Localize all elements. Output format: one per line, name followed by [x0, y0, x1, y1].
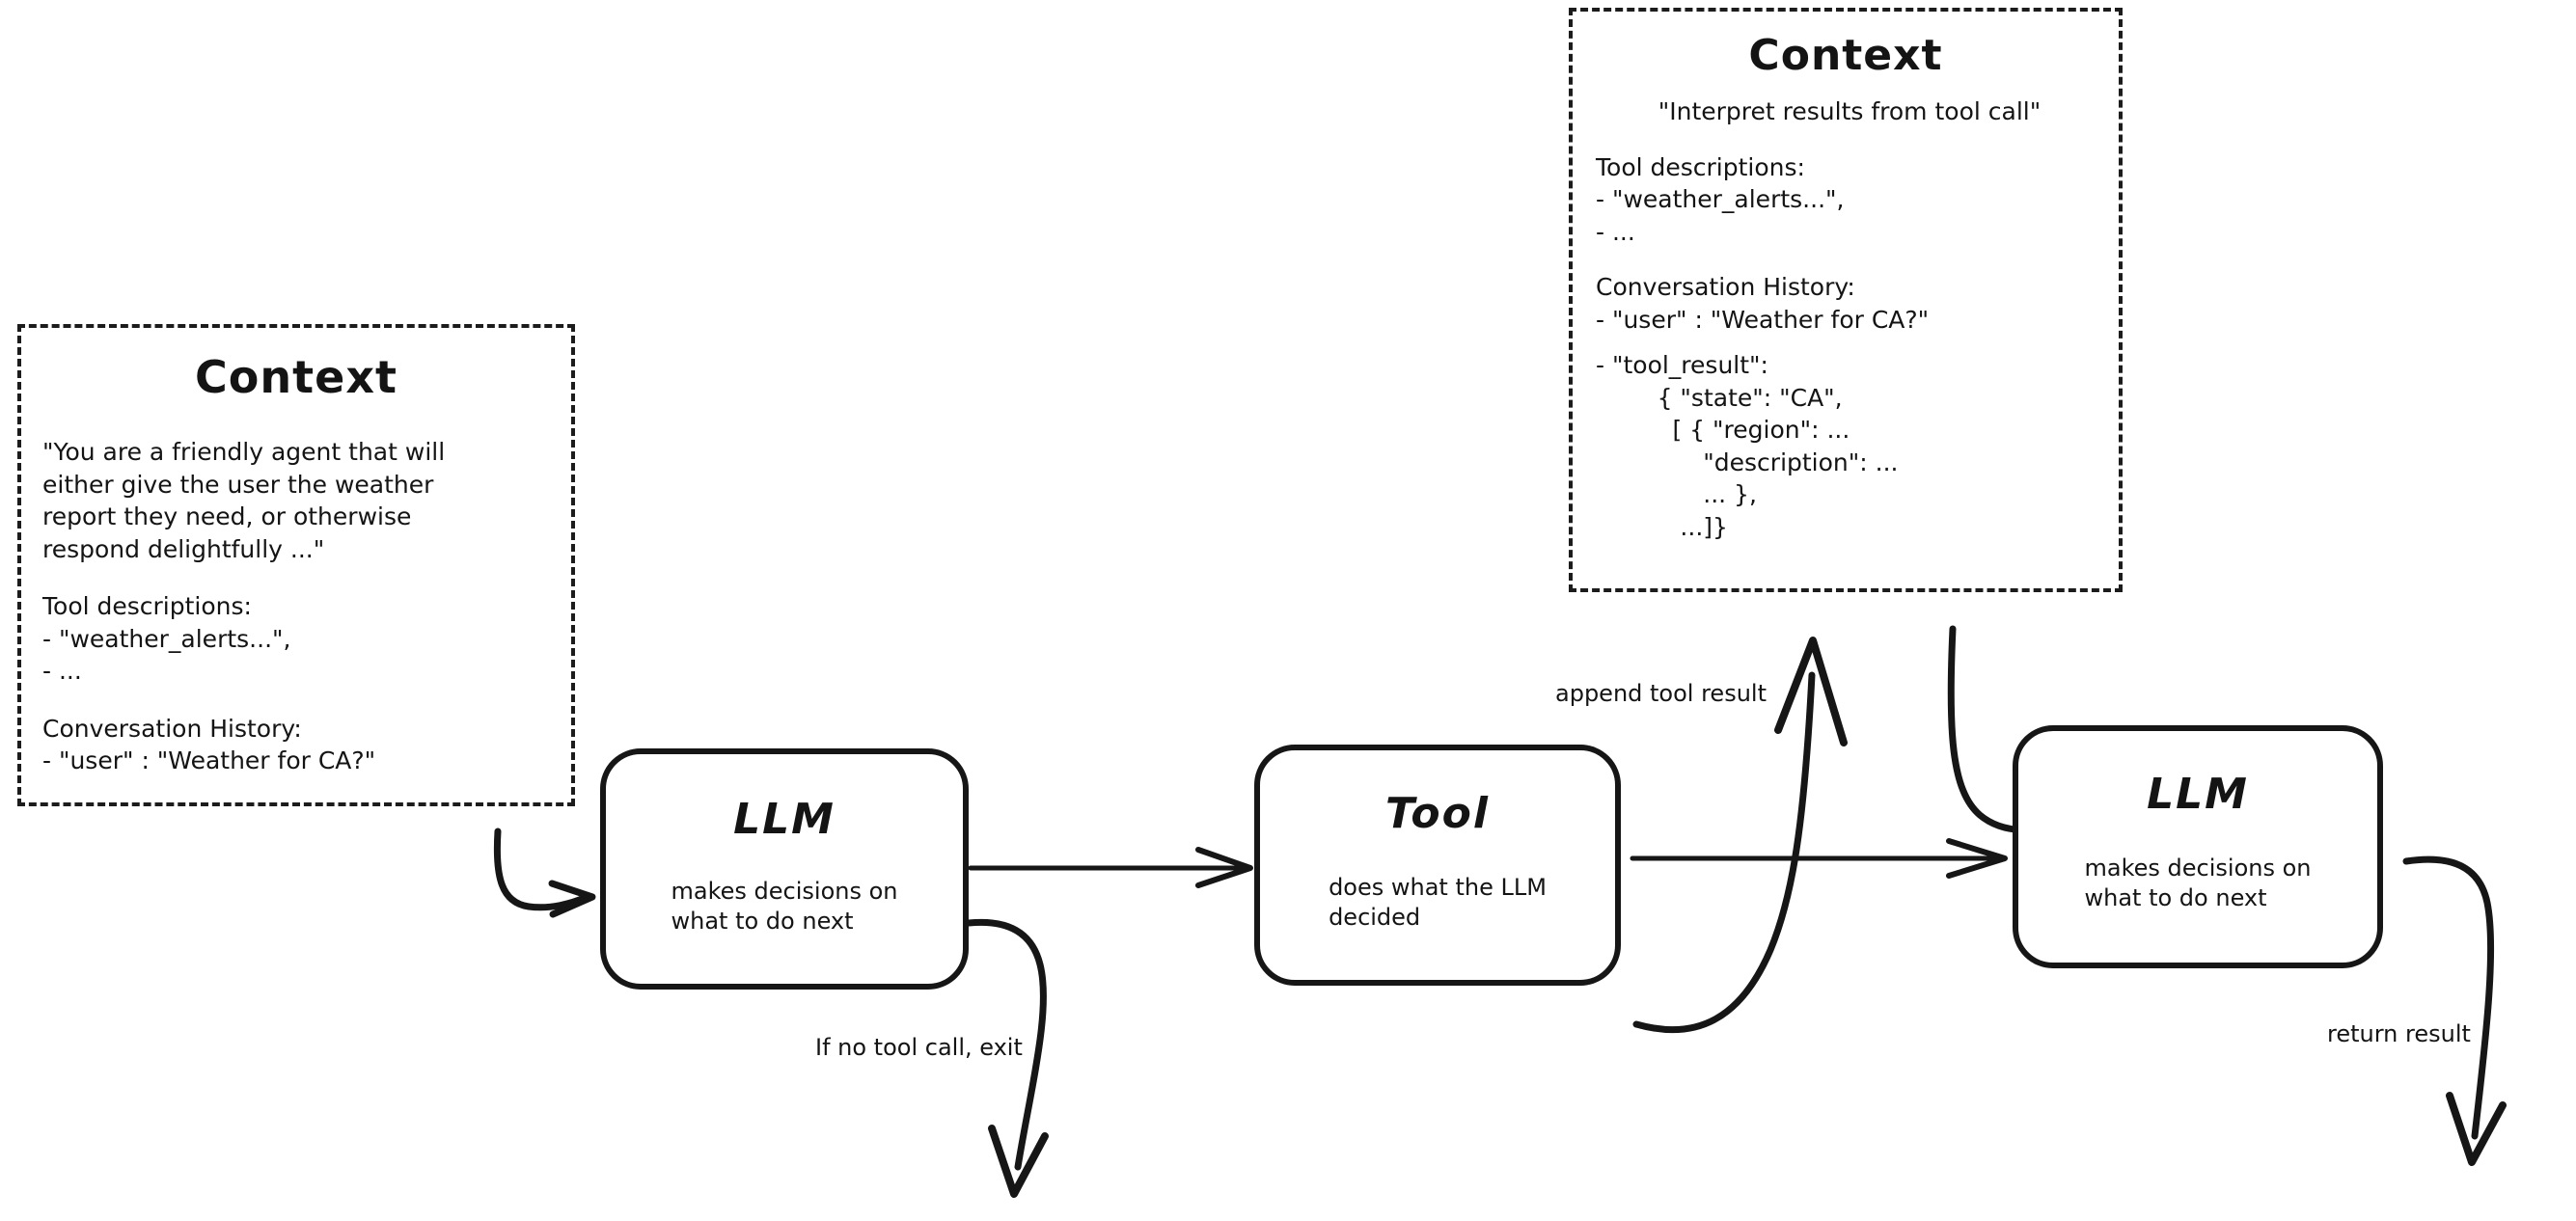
context-right-tool-descriptions: Tool descriptions: - "weather_alerts..."… [1596, 152, 1845, 246]
context-right-conversation-history: Conversation History: - "user" : "Weathe… [1596, 273, 1930, 334]
edge-tool-to-llm2-head [1946, 838, 2008, 879]
context-card-left: Context "You are a friendly agent that w… [17, 324, 575, 806]
context-right-title: Context [1748, 31, 1943, 80]
edge-tool-append [1632, 671, 1816, 1034]
context-left-conversation-history: Conversation History: - "user" : "Weathe… [42, 714, 376, 775]
context-right-tool-result: - "tool_result": { "state": "CA", [ { "r… [1596, 351, 1899, 541]
edge-llm2-return-head [2446, 1092, 2507, 1166]
edge-tool-append-head [1774, 637, 1848, 746]
edge-label-return-result: return result [2327, 1020, 2471, 1047]
node-tool[interactable]: Tool does what the LLM decided [1254, 745, 1621, 986]
node-llm-first-subtitle: makes decisions on what to do next [671, 878, 898, 936]
context-right-system-prompt: "Interpret results from tool call" [1658, 97, 2042, 125]
node-tool-subtitle: does what the LLM decided [1329, 874, 1547, 932]
context-left-body: "You are a friendly agent that will eith… [21, 436, 571, 777]
node-llm-second-subtitle: makes decisions on what to do next [2084, 855, 2312, 912]
edge-llm1-to-tool-head [1195, 847, 1253, 888]
context-card-right: Context "Interpret results from tool cal… [1569, 8, 2123, 592]
node-tool-title: Tool [1385, 789, 1490, 838]
context-left-title: Context [195, 351, 397, 403]
edge-label-if-no-tool-call-exit: If no tool call, exit [815, 1034, 1023, 1061]
edge-context-left-to-llm1-head [548, 880, 596, 918]
context-left-tool-descriptions: Tool descriptions: - "weather_alerts..."… [42, 592, 291, 685]
context-left-system-prompt: "You are a friendly agent that will eith… [42, 438, 446, 563]
node-llm-first-title: LLM [733, 795, 836, 844]
edge-context-left-to-llm1 [493, 828, 590, 911]
edge-label-append-tool-result: append tool result [1555, 680, 1767, 707]
node-llm-first[interactable]: LLM makes decisions on what to do next [600, 748, 969, 990]
node-llm-second[interactable]: LLM makes decisions on what to do next [2013, 725, 2383, 968]
edge-llm1-exit-head [988, 1125, 1049, 1198]
edge-llm2-return [2402, 855, 2495, 1140]
node-llm-second-title: LLM [2147, 770, 2249, 819]
context-right-body: "Interpret results from tool call" Tool … [1573, 95, 2119, 543]
